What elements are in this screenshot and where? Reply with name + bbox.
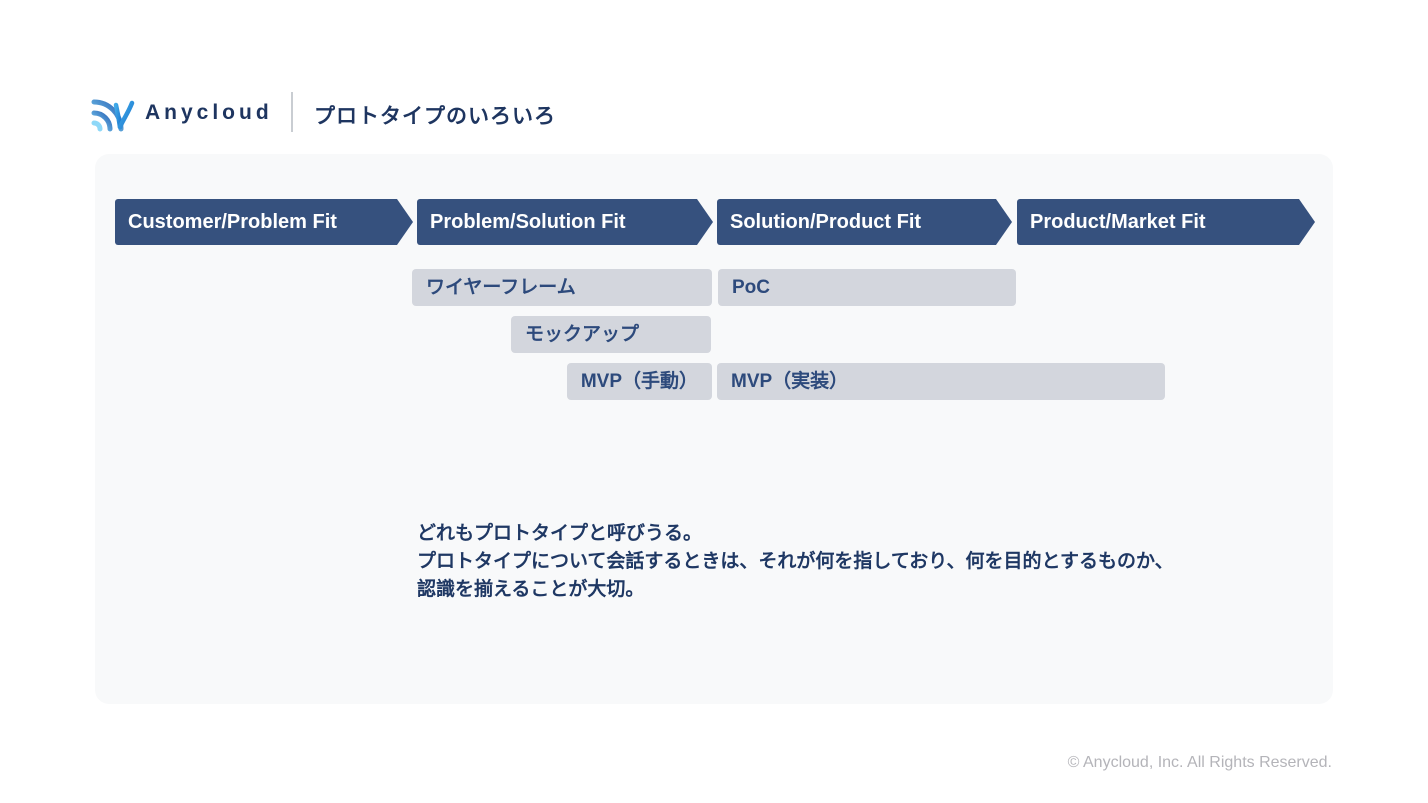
prototype-box-mvp-manual: MVP（手動） bbox=[567, 363, 712, 400]
content-card: Customer/Problem Fit Problem/Solution Fi… bbox=[95, 154, 1333, 704]
stage-arrow-problem-solution-fit: Problem/Solution Fit bbox=[417, 199, 713, 245]
anycloud-logo-icon bbox=[91, 99, 135, 132]
prototype-box-mvp-implemented: MVP（実装） bbox=[717, 363, 1165, 400]
stage-arrow-product-market-fit: Product/Market Fit bbox=[1017, 199, 1315, 245]
note-text: どれもプロトタイプと呼びうる。 プロトタイプについて会話するときは、それが何を指… bbox=[417, 520, 1174, 604]
note-line-1: どれもプロトタイプと呼びうる。 bbox=[417, 523, 703, 544]
stage-arrow-customer-problem-fit: Customer/Problem Fit bbox=[115, 199, 413, 245]
prototype-box-mockup: モックアップ bbox=[511, 316, 711, 353]
prototype-box-wireframe: ワイヤーフレーム bbox=[412, 269, 712, 306]
header-divider bbox=[291, 92, 293, 132]
prototype-box-poc: PoC bbox=[718, 269, 1016, 306]
brand-name: Anycloud bbox=[145, 101, 273, 124]
note-line-3: 認識を揃えることが大切。 bbox=[417, 579, 645, 600]
note-line-2: プロトタイプについて会話するときは、それが何を指しており、何を目的とするものか、 bbox=[417, 551, 1174, 572]
copyright-text: © Anycloud, Inc. All Rights Reserved. bbox=[1067, 754, 1332, 771]
stage-arrow-solution-product-fit: Solution/Product Fit bbox=[717, 199, 1012, 245]
page-title: プロトタイプのいろいろ bbox=[314, 105, 556, 128]
